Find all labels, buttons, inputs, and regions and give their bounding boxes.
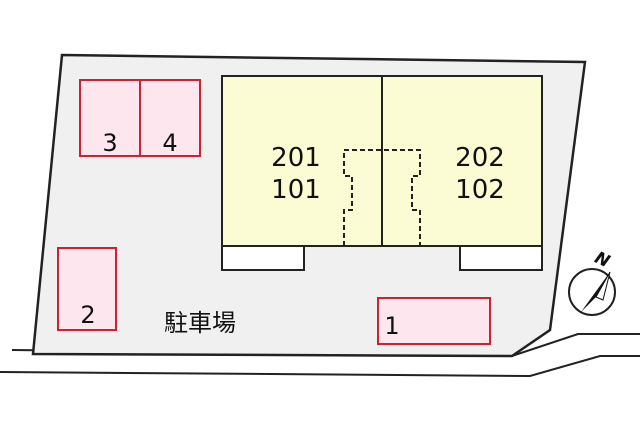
unit-101-label: 101 (271, 175, 321, 205)
entry-cutout-left (221, 245, 305, 271)
north-arrow-icon (568, 268, 616, 316)
parking-space-2-label: 2 (80, 301, 95, 329)
parking-space-3 (79, 79, 141, 157)
parking-space-1 (377, 297, 491, 345)
parking-space-2 (57, 247, 117, 331)
unit-202-label: 202 (455, 143, 505, 173)
parking-space-1-label: 1 (384, 312, 399, 340)
road-edge-lower (0, 355, 640, 378)
unit-201-label: 201 (271, 143, 321, 173)
parking-space-4 (139, 79, 201, 157)
parking-area-label: 駐車場 (164, 309, 236, 337)
parking-space-3-label: 3 (102, 129, 117, 157)
unit-102-label: 102 (455, 175, 505, 205)
entry-cutout-right (459, 245, 543, 271)
staircase-outline (343, 149, 421, 246)
parking-space-4-label: 4 (162, 129, 177, 157)
